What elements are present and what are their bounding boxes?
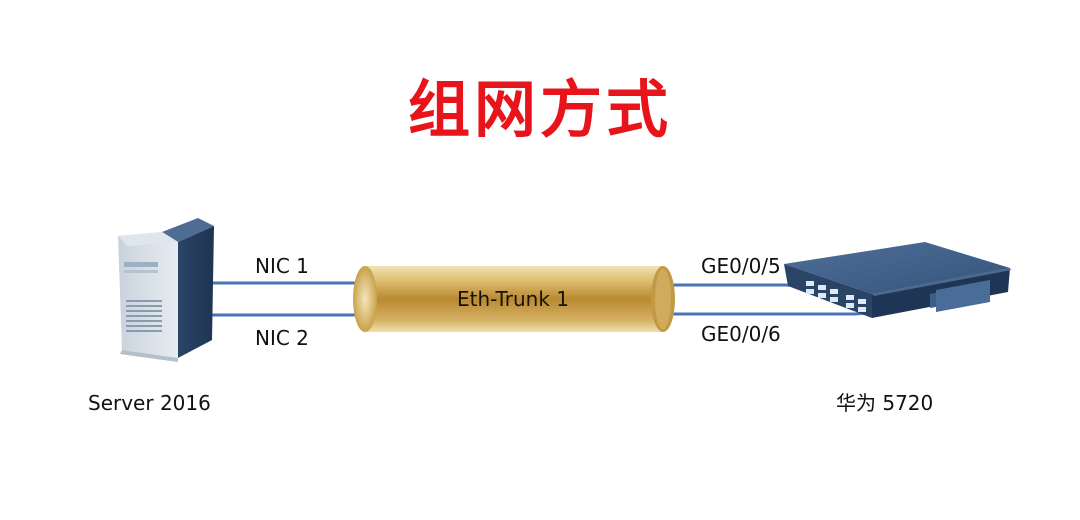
nic2-label: NIC 2 [255,326,309,350]
eth-trunk-cylinder [353,266,675,332]
page-title: 组网方式 [407,73,672,146]
ge005-label: GE0/0/5 [701,254,781,278]
nic1-label: NIC 1 [255,254,309,278]
switch-label: 华为 5720 [836,391,934,415]
server-label: Server 2016 [88,391,211,415]
switch-icon [784,242,1012,318]
server-icon [118,218,214,362]
eth-trunk-label: Eth-Trunk 1 [456,287,570,311]
ge006-label: GE0/0/6 [701,322,781,346]
link-ge006 [664,310,881,316]
